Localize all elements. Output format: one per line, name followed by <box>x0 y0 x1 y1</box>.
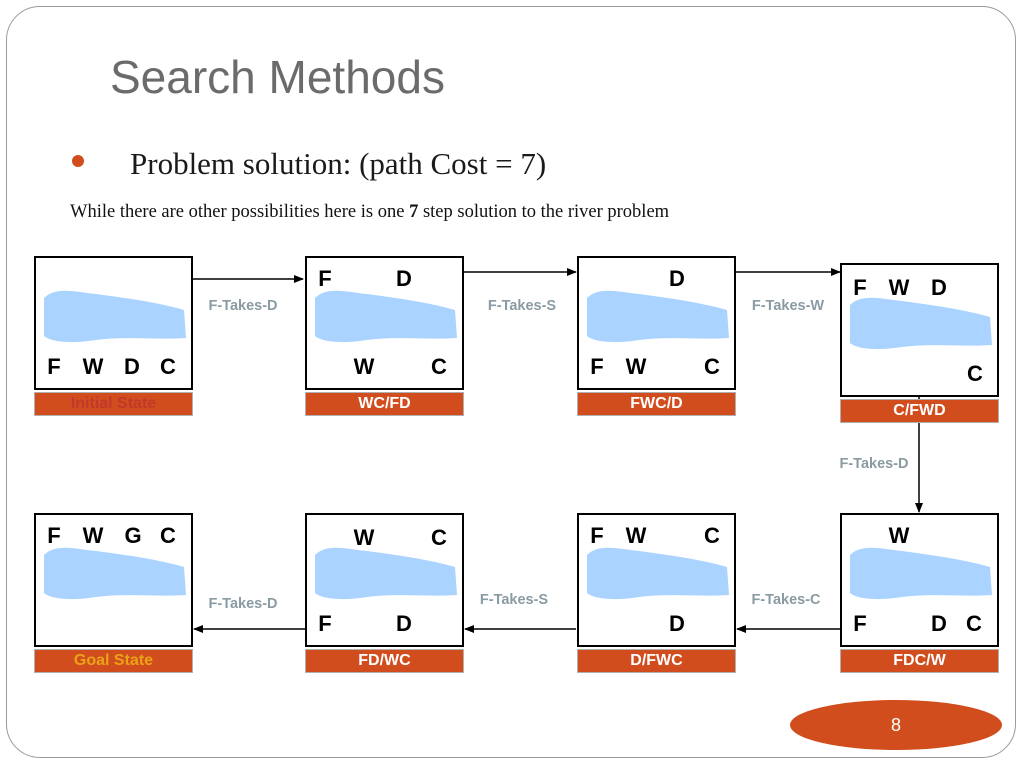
bank-bottom-1: W <box>353 354 375 379</box>
bank-bottom-1: C <box>967 361 983 386</box>
river-icon <box>850 547 992 600</box>
bank-bottom-2: C <box>431 354 447 379</box>
bank-top-2: W <box>888 275 910 300</box>
bank-bottom-2: D <box>931 611 947 636</box>
state-box: F W D C <box>34 256 193 390</box>
description-line: While there are other possibilities here… <box>70 202 669 223</box>
state-label: C/FWD <box>840 399 999 423</box>
state-label: Initial State <box>34 392 193 416</box>
bullet-text: Problem solution: (path Cost = 7) <box>130 146 547 181</box>
bank-top-2: W <box>82 523 104 548</box>
bank-bottom-1: F <box>318 611 332 636</box>
bank-top-3: C <box>704 523 720 548</box>
bank-top-1: F <box>590 523 604 548</box>
state-label: FD/WC <box>305 649 464 673</box>
bank-top-1: W <box>888 523 910 548</box>
river-icon <box>850 297 992 350</box>
bank-top-2: D <box>396 266 412 291</box>
state-label: Goal State <box>34 649 193 673</box>
bank-top-1: D <box>669 266 685 291</box>
slide-title: Search Methods <box>110 51 445 103</box>
state-box: F W C D <box>577 513 736 647</box>
state-box: W C F D <box>305 513 464 647</box>
slide-frame <box>6 6 1016 758</box>
bank-top-3: G <box>124 523 142 548</box>
operator-label: F-Takes-S <box>487 298 557 314</box>
state-label: FDC/W <box>840 649 999 673</box>
bank-bottom-3: C <box>966 611 982 636</box>
bank-top-3: D <box>931 275 947 300</box>
bank-top-4: C <box>160 523 176 548</box>
river-icon <box>587 290 729 343</box>
bank-bottom-3: D <box>124 354 140 379</box>
state-label: WC/FD <box>305 392 464 416</box>
description-pre: While there are other possibilities here… <box>70 202 410 222</box>
operator-label: F-Takes-D <box>208 298 278 314</box>
operator-label: F-Takes-S <box>479 592 549 608</box>
bank-bottom-1: F <box>47 354 61 379</box>
bank-bottom-2: W <box>625 354 647 379</box>
bank-top-1: F <box>318 266 332 291</box>
river-icon <box>587 547 729 600</box>
river-icon <box>44 290 186 343</box>
bank-top-1: F <box>47 523 61 548</box>
operator-label: F-Takes-D <box>839 456 909 472</box>
state-box: F W G C <box>34 513 193 647</box>
state-box: F D W C <box>305 256 464 390</box>
description-post: step solution to the river problem <box>418 202 670 222</box>
state-label: D/FWC <box>577 649 736 673</box>
bank-bottom-1: F <box>590 354 604 379</box>
river-icon <box>315 547 457 600</box>
operator-label: F-Takes-W <box>751 298 825 314</box>
bank-top-2: C <box>431 525 447 550</box>
river-icon <box>44 547 186 600</box>
bank-bottom-3: C <box>704 354 720 379</box>
bullet-icon <box>72 155 84 167</box>
river-icon <box>315 290 457 343</box>
description-step-count: 7 <box>409 202 419 222</box>
page-number: 8 <box>790 700 1002 750</box>
operator-label: F-Takes-C <box>751 592 821 608</box>
state-box: F W D C <box>840 263 999 397</box>
bank-bottom-1: D <box>669 611 685 636</box>
bank-bottom-2: D <box>396 611 412 636</box>
bank-bottom-2: W <box>82 354 104 379</box>
bank-top-2: W <box>625 523 647 548</box>
state-box: D F W C <box>577 256 736 390</box>
bank-bottom-1: F <box>853 611 867 636</box>
state-box: W F D C <box>840 513 999 647</box>
operator-label: F-Takes-D <box>208 596 278 612</box>
bank-top-1: F <box>853 275 867 300</box>
bank-bottom-4: C <box>160 354 176 379</box>
state-label: FWC/D <box>577 392 736 416</box>
bank-top-1: W <box>353 525 375 550</box>
